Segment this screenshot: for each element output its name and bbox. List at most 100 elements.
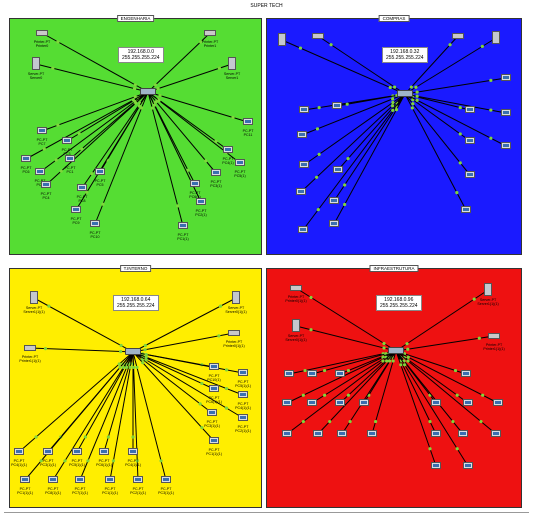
server-icon xyxy=(32,57,40,70)
link-status-icon xyxy=(152,103,156,107)
link-status-icon xyxy=(458,161,462,165)
pc-icon xyxy=(367,430,377,437)
device-label: PC-PT PC3(1)(1) xyxy=(204,420,220,428)
device-label: PC-PT PC8 xyxy=(76,195,88,203)
area-label: T.INTERNO xyxy=(119,265,152,272)
link-status-icon xyxy=(132,87,137,91)
link-status-icon xyxy=(406,355,410,359)
server-icon xyxy=(492,31,500,44)
link-status-icon xyxy=(303,368,307,373)
network-address: 192.168.0.96 xyxy=(384,297,414,303)
link-status-icon xyxy=(391,359,395,363)
pc-icon xyxy=(463,462,473,469)
link-status-icon xyxy=(54,158,58,162)
link xyxy=(132,351,244,396)
device-label: PC-PT PC4(1)(1) xyxy=(125,459,141,467)
link xyxy=(79,351,134,481)
pc-icon xyxy=(75,476,85,483)
pc-icon xyxy=(501,109,511,116)
pc-icon xyxy=(296,188,306,195)
link-status-icon xyxy=(415,94,419,98)
link xyxy=(286,350,397,404)
pc-icon xyxy=(238,369,248,376)
pc-icon xyxy=(128,448,138,455)
link xyxy=(33,297,134,353)
link-status-icon xyxy=(411,102,415,106)
link xyxy=(395,335,495,352)
switch-icon xyxy=(125,348,141,355)
printer-icon xyxy=(488,333,500,339)
pc-icon xyxy=(243,118,253,125)
pc-icon xyxy=(329,197,339,204)
pc-icon xyxy=(299,161,309,168)
link-status-icon xyxy=(428,447,432,451)
link-status-icon xyxy=(200,381,204,386)
device-label: Server-PT Server1(1)(1) xyxy=(23,306,45,314)
link-status-icon xyxy=(409,85,413,89)
link-status-icon xyxy=(153,83,158,87)
link-status-icon xyxy=(59,169,63,173)
pc-icon xyxy=(359,399,369,406)
link xyxy=(281,39,406,95)
device-label: PC-PT PC5(1)(1) xyxy=(235,380,251,388)
link xyxy=(404,93,467,211)
area-label: COMPRAS xyxy=(378,15,410,22)
link-status-icon xyxy=(328,419,332,424)
device-label: PC-PT PC1(1) xyxy=(177,233,189,241)
link-status-icon xyxy=(387,359,392,363)
link-status-icon xyxy=(346,393,350,397)
link-status-icon xyxy=(453,368,458,373)
link-status-icon xyxy=(410,106,414,110)
link xyxy=(132,332,235,353)
link-status-icon xyxy=(348,419,352,424)
area-label: INFRAESTRUTURA xyxy=(369,265,419,272)
device-label: PC-PT PC6(1)(1) xyxy=(206,396,222,404)
server-icon xyxy=(484,283,492,296)
pc-icon xyxy=(207,409,217,416)
link xyxy=(302,93,406,231)
link-status-icon xyxy=(301,419,305,424)
link xyxy=(24,351,134,481)
pc-icon xyxy=(99,448,109,455)
link xyxy=(29,347,134,353)
link xyxy=(395,350,499,404)
link-status-icon xyxy=(458,132,462,136)
link-status-icon xyxy=(85,190,89,194)
pc-icon xyxy=(196,198,206,205)
link-status-icon xyxy=(382,346,386,350)
link-status-icon xyxy=(144,358,148,362)
switch-icon xyxy=(140,88,156,95)
link-status-icon xyxy=(131,435,135,439)
pc-icon xyxy=(458,430,468,437)
link xyxy=(39,91,149,173)
device-label: PC-PT PC3(1)(1) xyxy=(158,487,174,495)
link xyxy=(317,35,406,95)
device-label: PC-PT PC10 xyxy=(89,231,101,239)
pc-icon xyxy=(307,399,317,406)
pc-icon xyxy=(209,437,219,444)
link-status-icon xyxy=(323,393,327,397)
pc-icon xyxy=(209,363,219,370)
pc-icon xyxy=(463,399,473,406)
link-status-icon xyxy=(343,202,347,207)
device-label: PC-PT PC4(1) xyxy=(222,157,234,165)
pc-icon xyxy=(431,430,441,437)
pc-icon xyxy=(335,399,345,406)
link-status-icon xyxy=(428,419,432,424)
link-status-icon xyxy=(176,204,180,208)
link xyxy=(132,297,237,353)
link-status-icon xyxy=(106,435,110,439)
link-status-icon xyxy=(301,393,305,397)
link xyxy=(52,351,134,481)
link xyxy=(132,351,244,374)
link-status-icon xyxy=(42,147,46,151)
device-label: Server-PT Server1 xyxy=(223,72,241,80)
printer-icon xyxy=(36,30,48,36)
device-label: PC-PT PC6(1) xyxy=(189,191,201,199)
page-title: SUPER TECH xyxy=(250,3,283,9)
pc-icon xyxy=(299,106,309,113)
